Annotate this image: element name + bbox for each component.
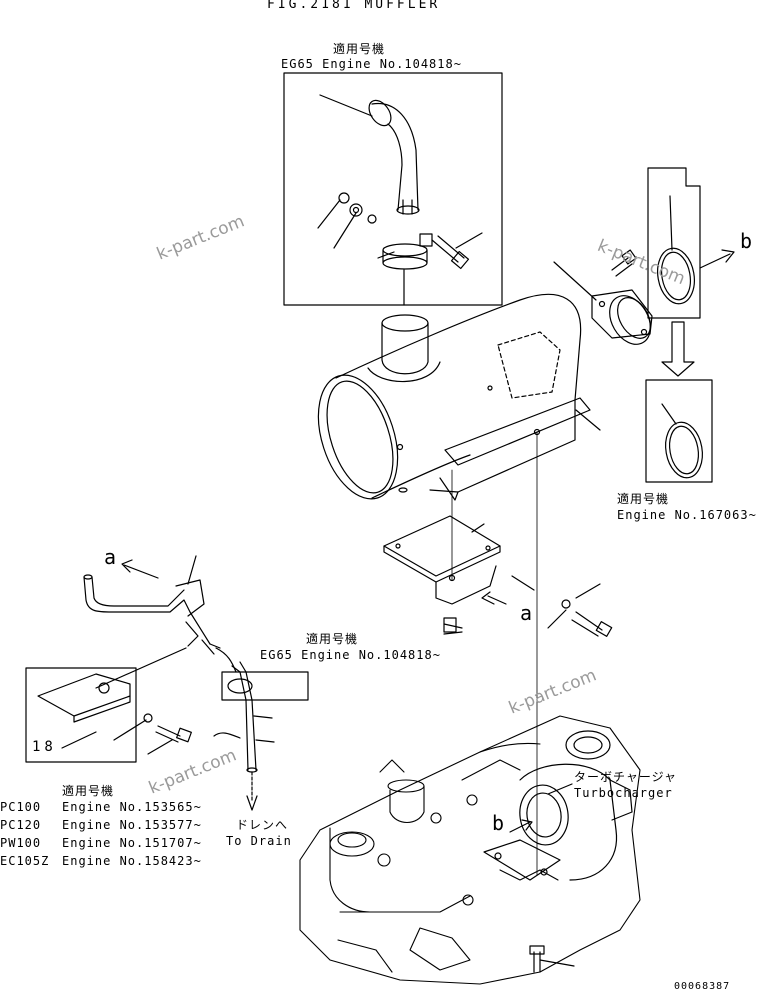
- note-right-jp: 適用号機: [617, 492, 670, 506]
- arrow-a-label-right: a: [520, 601, 533, 625]
- gasket-ring-lower: [665, 421, 703, 479]
- muffler-hole: [487, 385, 493, 391]
- nut-washer-group: [338, 192, 377, 224]
- leader-18b: [61, 731, 97, 749]
- pipe-clamp: [382, 233, 433, 270]
- arrow-a-shaft: [487, 595, 507, 605]
- plate-bolt: [143, 713, 192, 743]
- model-row: PC120: [0, 818, 42, 832]
- leader-bracket: [471, 523, 485, 533]
- arrow-b-lower-shaft: [509, 821, 531, 833]
- leader-mount-bolt: [539, 959, 575, 967]
- leader-18: [95, 647, 187, 689]
- down-arrow: [661, 321, 695, 377]
- turbo-label-jp: ターボチャージャ: [574, 770, 678, 784]
- muffler-body: [317, 293, 591, 501]
- model-row: PW100: [0, 836, 42, 850]
- arrow-a-left-head: [121, 559, 133, 573]
- stud-bolt: [611, 249, 637, 277]
- leader-lines-top: [317, 94, 483, 259]
- drain-label-en: To Drain: [226, 834, 292, 848]
- drain-pipe: [83, 574, 237, 673]
- mount-bolt-lower: [529, 945, 545, 973]
- leader-plate-bolt: [113, 719, 173, 755]
- bracket-bolt-lower: [443, 617, 463, 635]
- heat-shield-plate: [37, 673, 131, 723]
- note-bottom-jp: 適用号機: [62, 784, 115, 798]
- leader-side-bolt: [511, 575, 601, 629]
- leader-gasket: [669, 195, 673, 251]
- clamp-bolt: [431, 235, 470, 270]
- leader-drain: [187, 555, 197, 585]
- arrow-a-left-line: [123, 564, 159, 579]
- model-row: EC105Z: [0, 854, 50, 868]
- note-top-jp: 適用号機: [333, 42, 386, 56]
- part-18-frame: [25, 667, 137, 763]
- engine-row: Engine No.153565~: [62, 800, 202, 814]
- drain-hose: [213, 661, 258, 811]
- leader-gasket-lower: [661, 403, 677, 425]
- flange-adapter: [591, 289, 653, 345]
- engine-row: Engine No.151707~: [62, 836, 202, 850]
- figure-title: FIG.2181 MUFFLER: [267, 0, 441, 12]
- note-right-en: Engine No.167063~: [617, 508, 757, 522]
- note-top-en: EG65 Engine No.104818~: [281, 57, 462, 71]
- muffler-inlet-flange: [497, 331, 561, 399]
- turbocharger: [483, 730, 633, 881]
- arrow-b-label-right: b: [740, 229, 753, 253]
- turbo-label-en: Turbocharger: [574, 786, 673, 800]
- arrow-b-label-lower: b: [492, 811, 505, 835]
- arrow-a-head: [481, 591, 495, 605]
- pipe-assembly-frame: [283, 72, 503, 306]
- engine-row: Engine No.153577~: [62, 818, 202, 832]
- hose-clamp-frame: [221, 671, 309, 701]
- engine-block: [299, 715, 641, 985]
- arrow-b-line: [699, 253, 731, 269]
- arrow-b-lower-head: [521, 819, 533, 831]
- gasket-frame: [647, 167, 701, 319]
- bracket-side-bolt: [561, 599, 613, 637]
- muffler-bracket: [383, 515, 501, 605]
- gasket-frame-lower: [645, 379, 713, 483]
- muffler-outlet-pipe: [367, 314, 441, 383]
- arrow-b-head: [721, 249, 735, 263]
- muffler-hole: [396, 443, 404, 451]
- leader-turbo: [547, 783, 573, 795]
- part-number-18: 18: [32, 739, 57, 755]
- gasket-ring-upper: [657, 247, 695, 305]
- centerline: [451, 431, 538, 876]
- exhaust-elbow-pipe: [368, 99, 420, 215]
- drain-label-jp: ドレンへ: [236, 818, 289, 832]
- arrow-a-label-left: a: [104, 545, 117, 569]
- engine-row: Engine No.158423~: [62, 854, 202, 868]
- model-row: PC100: [0, 800, 42, 814]
- note-middle-jp: 適用号機: [306, 632, 359, 646]
- leader-hose: [253, 715, 275, 743]
- note-middle-en: EG65 Engine No.104818~: [260, 648, 441, 662]
- document-number: 00068387: [674, 981, 731, 992]
- leader-flange: [553, 261, 601, 431]
